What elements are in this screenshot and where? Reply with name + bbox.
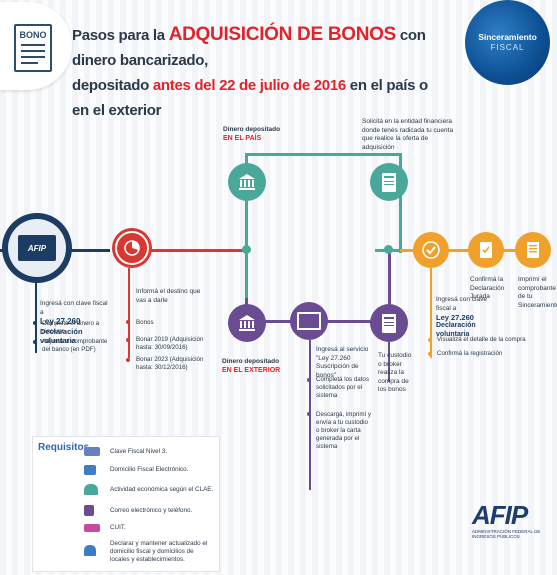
step2-item: Bonar 2023 (Adquisición hasta: 30/12/201…: [136, 356, 204, 371]
sinceramiento-fiscal-logo: Sinceramiento FISCAL: [465, 0, 550, 85]
bono-label: BONO: [19, 30, 47, 40]
bono-doc-icon: [382, 172, 396, 192]
step2-item: Bonos: [136, 319, 154, 326]
exterior-label: Dinero depositado EN EL EXTERIOR: [222, 358, 281, 374]
computer-icon: AFIP: [18, 235, 56, 261]
cuit-icon: [84, 524, 100, 532]
final-step-circle: [413, 232, 449, 268]
page-title: Pasos para la ADQUISICIÓN DE BONOS con d…: [72, 24, 428, 119]
house-icon: [84, 545, 96, 556]
bank-icon: [239, 315, 255, 331]
junction-dot: [242, 245, 251, 254]
confirm-step-circle: [468, 232, 504, 268]
custodio-text: Tu custodio o broker realiza la compra d…: [378, 352, 412, 393]
phone-icon: [84, 505, 94, 516]
bono-document-icon: BONO: [14, 24, 52, 72]
servicio-text: Ingresá al servicio "Ley 27.260 Suscripc…: [316, 346, 369, 379]
step1-text: Ingresá con clave fiscal a Ley 27.260 De…: [40, 300, 108, 345]
step2-item: Bonar 2019 (Adquisición hasta: 30/09/201…: [136, 336, 204, 351]
final-item: Confirmá la registración: [437, 350, 503, 357]
step1-item: Completá el dinero a sincerar: [42, 320, 100, 335]
entidad-step-circle: [370, 163, 408, 201]
servicio-item: Completá los datos solicitados por el si…: [316, 376, 369, 399]
requisitos-panel: [32, 436, 220, 572]
pais-label: Dinero depositado EN EL PAÍS: [223, 126, 281, 142]
people-icon: [84, 484, 98, 495]
requisitos-title: Requisitos: [38, 442, 90, 453]
confirm-text: Confirmá la Declaración Jurada: [470, 276, 505, 300]
monitor-icon: [297, 312, 321, 330]
requisito-item: Clave Fiscal Nivel 3.: [110, 448, 168, 455]
requisito-item: CUIT.: [110, 524, 126, 531]
bank-icon: [239, 174, 255, 190]
entidad-text: Solicitá en la entidad financiera donde …: [362, 118, 454, 151]
exterior-step-circle: [228, 304, 266, 342]
check-icon: [422, 241, 440, 259]
document-check-icon: [480, 242, 492, 258]
final-text: Ingresá con clave fiscal a Ley 27.260 De…: [436, 296, 487, 338]
bono-doc-icon: [382, 313, 396, 333]
receipt-icon: [527, 242, 539, 258]
requisito-item: Correo electrónico y teléfono.: [110, 507, 193, 514]
mail-icon: [84, 465, 96, 475]
title-highlight: ADQUISICIÓN DE BONOS: [168, 24, 397, 45]
pie-chart-icon: [124, 240, 140, 256]
step2-text: Informá el destino que vas a darle: [136, 288, 201, 304]
pais-step-circle: [228, 163, 266, 201]
destino-step-circle: [112, 228, 152, 268]
print-text: Imprimí el comprobante de tu Sinceramien…: [518, 276, 557, 309]
final-item: Visualizá el detalle de la compra: [437, 336, 526, 343]
requisito-item: Declarar y mantener actualizado el domic…: [110, 540, 208, 563]
step1-item: Adjuntá el comprobante del banco (en PDF…: [42, 338, 108, 353]
print-step-circle: [515, 232, 551, 268]
junction-dot: [384, 245, 393, 254]
key-icon: [84, 447, 100, 456]
servicio-step-circle: [290, 302, 328, 340]
custodio-step-circle: [370, 304, 408, 342]
afip-logo: AFIP ADMINISTRACIÓN FEDERAL DE INGRESOS …: [472, 500, 541, 539]
date-highlight: antes del 22 de julio de 2016: [152, 77, 346, 94]
afip-step-circle: AFIP: [2, 213, 72, 283]
requisito-item: Domicilio Fiscal Electrónico.: [110, 466, 189, 473]
servicio-item: Descargá, imprimí y envía a tu custodio …: [316, 411, 372, 450]
requisito-item: Actividad económica según el CLAE.: [110, 486, 214, 493]
